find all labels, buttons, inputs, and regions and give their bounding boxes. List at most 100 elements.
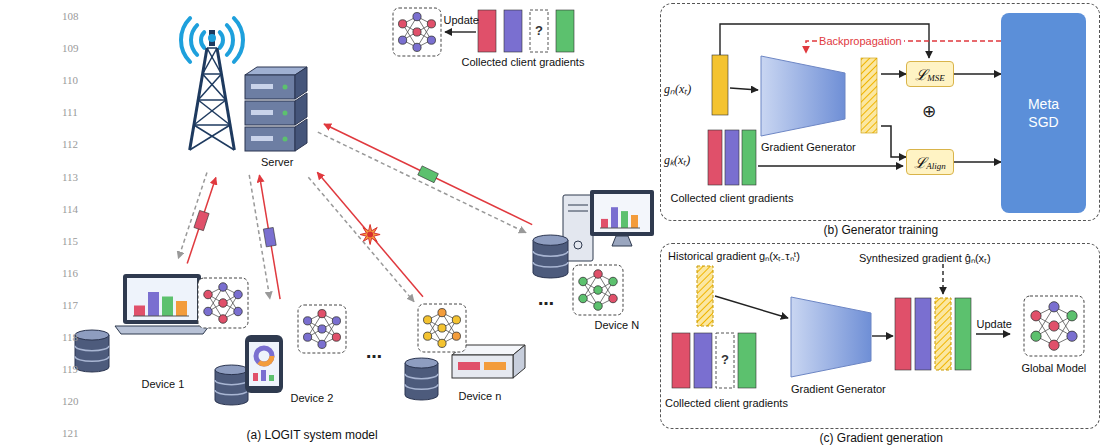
polyline-shape (730, 88, 758, 90)
polyline-shape (758, 165, 903, 166)
line-number: 119 (62, 363, 78, 375)
packet (194, 210, 209, 230)
path-shape (181, 18, 190, 62)
annotation: Update (977, 318, 1012, 330)
line-shape (194, 124, 230, 126)
loss-box: ℒMSE (906, 61, 954, 87)
signal-waves (181, 18, 243, 62)
polygon-shape (295, 119, 307, 151)
rect-shape (590, 190, 654, 236)
circle-shape (204, 307, 213, 316)
rect-shape (127, 278, 197, 320)
rect-shape (1024, 296, 1084, 356)
loss-symbol: ℒ (915, 64, 927, 84)
annotation: Collected client gradients (462, 56, 585, 68)
circle-shape (1031, 311, 1041, 321)
circle-shape (609, 294, 618, 303)
annotation: Historical gradient gₙ(xₜ₋τₙᵗ) (668, 248, 800, 263)
polyline-shape (976, 333, 1010, 334)
line-shape (568, 211, 588, 212)
circle-shape (594, 270, 603, 279)
line-number: 108 (62, 10, 79, 22)
node-illustration (761, 53, 881, 153)
line-number: 116 (62, 267, 78, 279)
circle-shape (438, 324, 446, 332)
connector (318, 132, 526, 233)
line-number: 120 (62, 395, 79, 407)
rect-shape (895, 298, 911, 370)
rect-shape (418, 166, 439, 183)
circle-shape (399, 36, 407, 44)
line-shape (207, 47, 217, 49)
line-shape (190, 125, 230, 150)
rect-shape (162, 297, 173, 317)
rect-shape (530, 10, 548, 52)
phone-icon (245, 335, 283, 393)
circle-shape (399, 20, 407, 28)
line-shape (568, 205, 588, 206)
connector (881, 126, 906, 157)
line-number: 112 (62, 138, 78, 150)
path-shape (75, 335, 109, 372)
line-number: 110 (62, 74, 78, 86)
rect-shape (694, 333, 712, 388)
optimizer-box: Meta SGD (1001, 13, 1086, 213)
rect-shape (935, 298, 951, 370)
path-shape (201, 32, 204, 48)
rect-shape (253, 373, 258, 381)
connector (324, 124, 532, 225)
annotation: Synthesized gradient ĝₙ(xₜ) (859, 250, 991, 265)
circle-shape (1067, 311, 1077, 321)
rect-shape (712, 55, 728, 115)
device-node: Device N (530, 185, 658, 335)
rect-shape (251, 110, 273, 115)
rect-shape (251, 136, 273, 141)
polyline-shape (715, 296, 788, 318)
server-rack (245, 67, 307, 151)
circle-shape (594, 286, 603, 295)
rect-shape (249, 342, 279, 386)
arrow (872, 336, 893, 337)
node-illustration (212, 300, 357, 412)
connector (881, 73, 906, 75)
line-shape (203, 48, 217, 74)
network-icon (298, 305, 346, 353)
line-number: 113 (62, 171, 78, 183)
polygon-shape (761, 56, 845, 136)
rect-shape (611, 207, 618, 228)
rect-shape (742, 130, 756, 185)
path-shape (533, 251, 568, 256)
circle-shape (452, 332, 460, 340)
path-shape (405, 384, 438, 389)
node-label: Device n (459, 390, 502, 403)
circle-shape (413, 43, 421, 51)
path-shape (405, 363, 438, 400)
circle-shape (609, 277, 618, 286)
line-shape (198, 74, 221, 100)
polyline-shape (720, 24, 929, 58)
connector (954, 161, 1001, 163)
missing-mark: ? (721, 352, 729, 367)
line-shape (194, 125, 234, 150)
arrow (976, 334, 1010, 335)
circle-shape (318, 310, 326, 318)
connector (954, 73, 1001, 75)
rect-shape (198, 278, 248, 328)
polyline-shape (942, 264, 943, 294)
connector (308, 177, 414, 301)
polyline-shape (872, 335, 893, 336)
ellipse-shape (215, 365, 248, 375)
line-shape (203, 74, 226, 100)
database-icon (75, 330, 109, 372)
circle-shape (304, 333, 312, 341)
edge-label: Backpropagation (817, 35, 904, 47)
circle-shape (427, 20, 435, 28)
rect-shape (601, 219, 608, 228)
rect-shape (861, 58, 877, 133)
loss-symbol: ℒ (914, 152, 926, 172)
arrow (730, 88, 758, 90)
arrow (715, 296, 788, 318)
gradient-bars (478, 10, 574, 52)
path-shape (215, 380, 248, 385)
